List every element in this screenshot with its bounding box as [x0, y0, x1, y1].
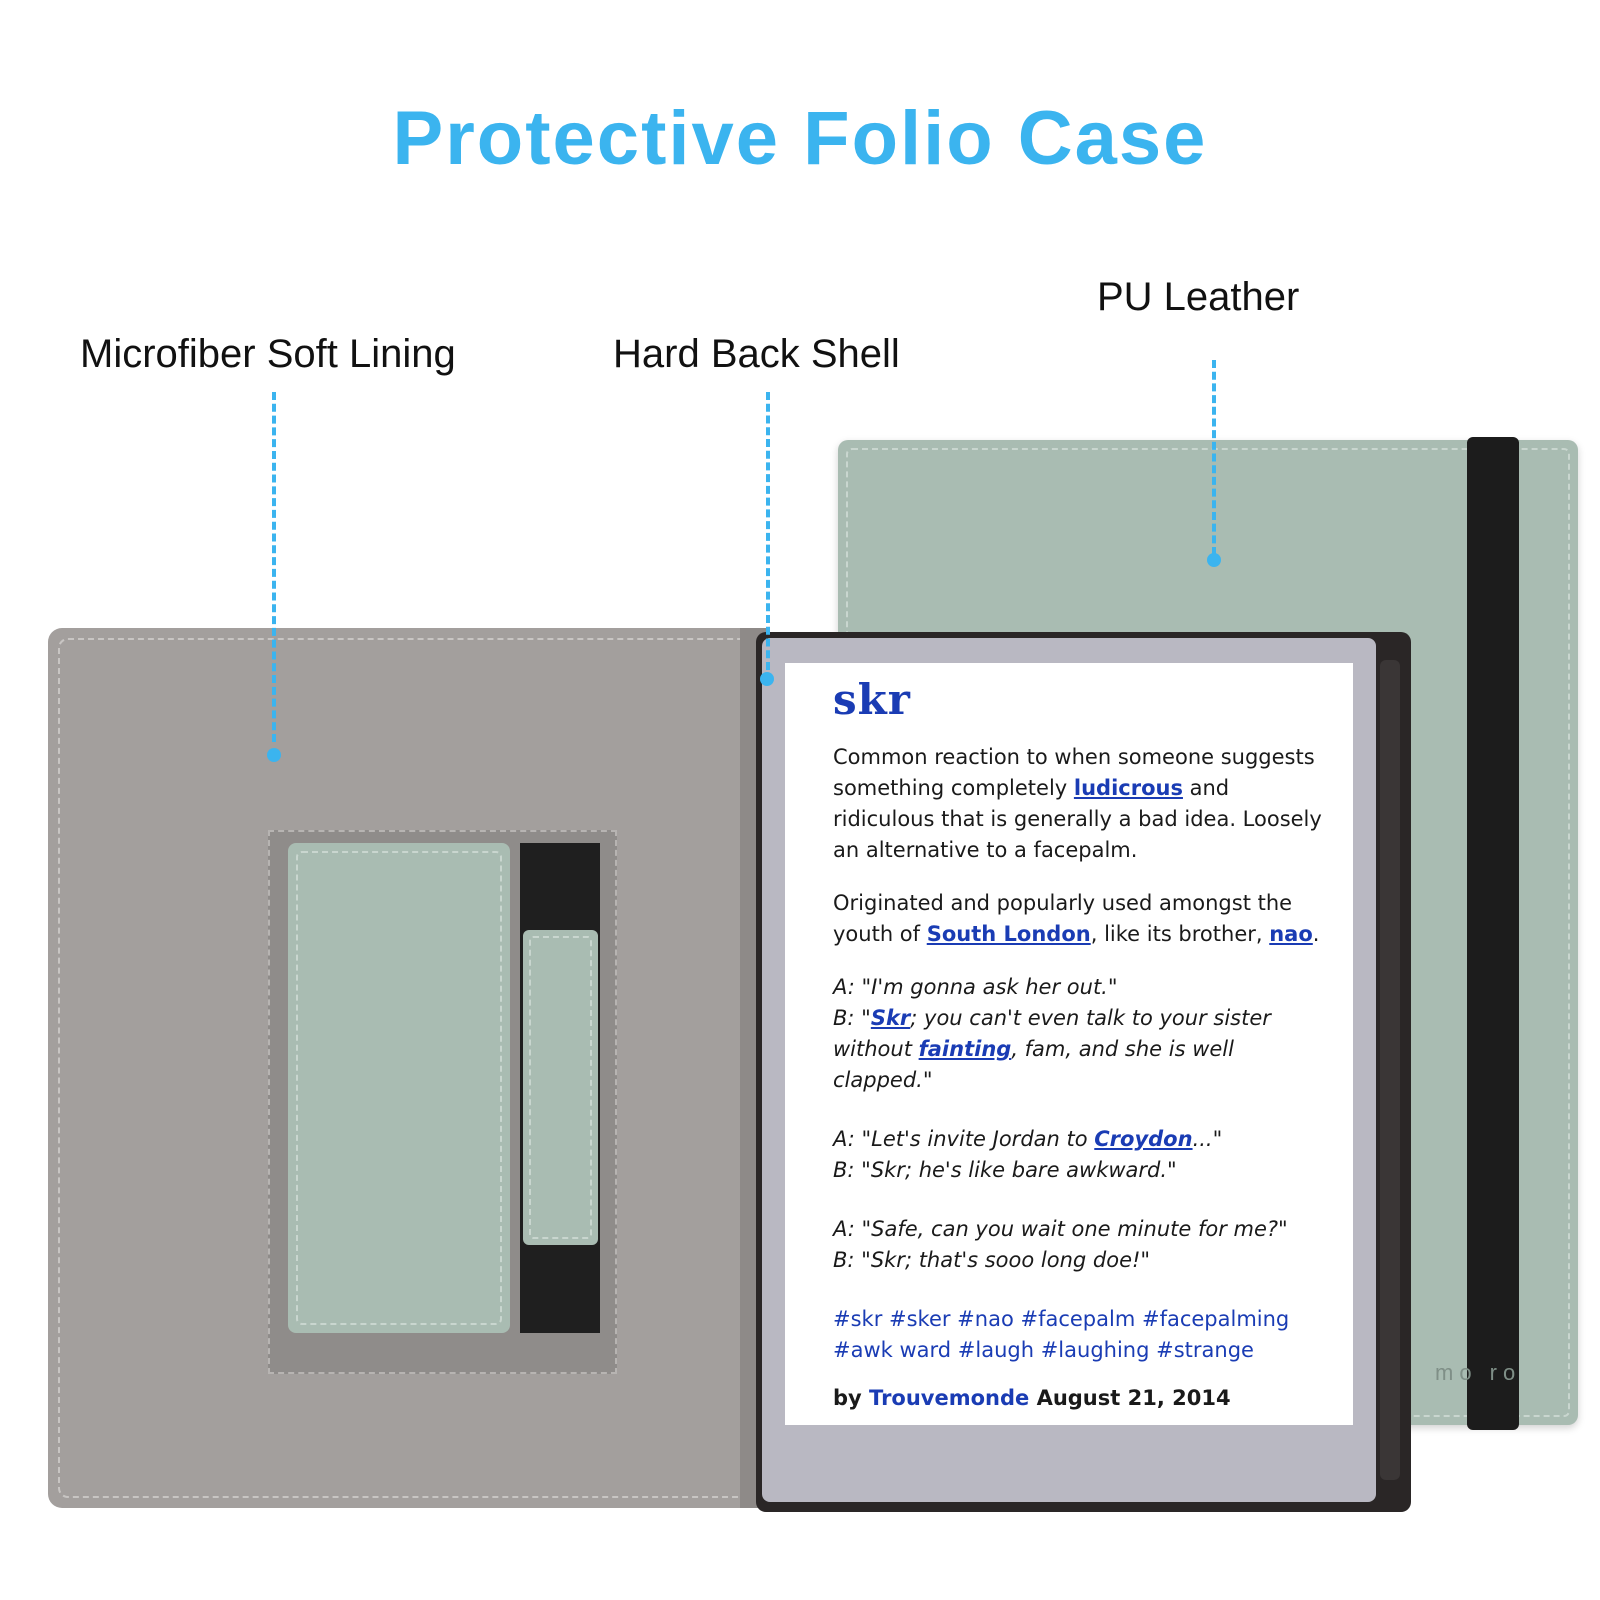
page-title: Protective Folio Case: [392, 96, 1208, 181]
callout-line-leather: [1212, 360, 1216, 555]
definition-paragraph-2: Originated and popularly used amongst th…: [833, 891, 1320, 946]
callout-label-lining: Microfiber Soft Lining: [80, 332, 456, 376]
link-fainting[interactable]: fainting: [918, 1037, 1012, 1061]
link-south-london[interactable]: South London: [926, 922, 1091, 946]
link-croydon[interactable]: Croydon: [1094, 1127, 1193, 1151]
example-2: A: "Let's invite Jordan to Croydon..." B…: [833, 1127, 1223, 1182]
example-1: A: "I'm gonna ask her out." B: "Skr; you…: [833, 975, 1271, 1092]
definition-paragraph-1: Common reaction to when someone suggests…: [833, 745, 1322, 862]
link-ludicrous[interactable]: ludicrous: [1073, 776, 1183, 800]
callout-label-shell: Hard Back Shell: [613, 332, 900, 376]
callout-line-lining: [272, 392, 276, 742]
link-skr[interactable]: Skr: [870, 1006, 911, 1030]
pocket-flap: [288, 843, 510, 1333]
pen-tab-stitching: [529, 936, 592, 1239]
pocket-flap-stitching: [296, 851, 502, 1325]
definition-word: skr: [833, 675, 911, 724]
link-nao[interactable]: nao: [1269, 922, 1313, 946]
callout-dot-shell: [760, 672, 774, 686]
byline: by Trouvemonde August 21, 2014: [833, 1386, 1231, 1410]
callout-label-leather: PU Leather: [1097, 275, 1300, 319]
brand-logo: mo ro: [1435, 1360, 1522, 1385]
stylus: [1380, 660, 1400, 1480]
callout-line-shell: [766, 392, 770, 670]
callout-dot-leather: [1207, 553, 1221, 567]
author-link[interactable]: Trouvemonde: [869, 1386, 1030, 1410]
hashtags[interactable]: #skr #sker #nao #facepalm #facepalming #…: [833, 1307, 1290, 1362]
pen-holder-tab: [523, 930, 598, 1245]
elastic-strap: [1467, 437, 1519, 1430]
example-3: A: "Safe, can you wait one minute for me…: [833, 1217, 1288, 1272]
callout-dot-lining: [267, 748, 281, 762]
tablet-screen: skr Common reaction to when someone sugg…: [785, 663, 1353, 1425]
